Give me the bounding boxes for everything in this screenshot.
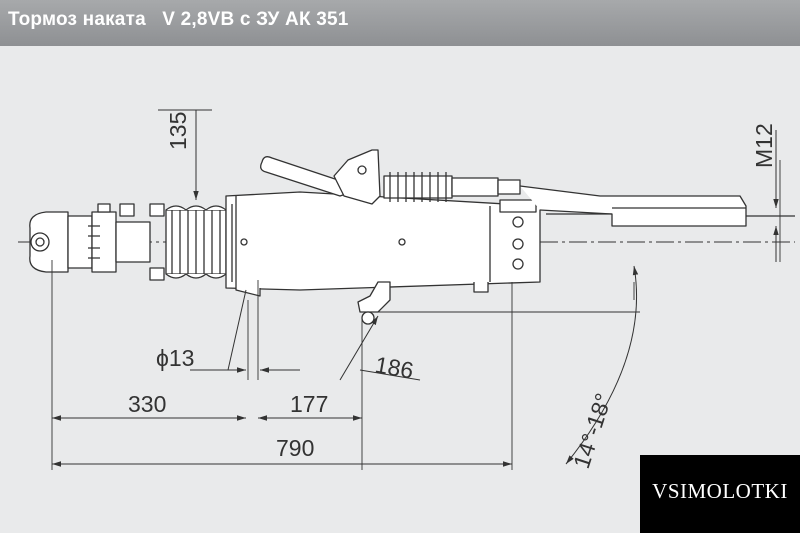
bellows	[165, 205, 227, 279]
watermark-text: VSIMOLOTKI	[652, 479, 788, 503]
dim-330-label: 330	[128, 391, 166, 417]
dim-186-label: 186	[373, 351, 415, 383]
watermark-box: VSIMOLOTKI	[640, 455, 800, 533]
extension-lines	[51, 109, 781, 470]
page-title: Тормоз наката V 2,8VB с ЗУ АК 351	[8, 9, 349, 30]
dim-d13-label: ϕ13	[156, 345, 194, 371]
dim-angle-label: 14°-18°	[568, 390, 617, 471]
dim-m12-label: M12	[751, 123, 777, 168]
dim-790-label: 790	[276, 435, 314, 461]
hand-brake-lever	[260, 149, 381, 205]
dim-135-label: 135	[165, 112, 191, 150]
title-bar: Тормоз наката V 2,8VB с ЗУ АК 351	[0, 0, 800, 46]
technical-drawing: 135 M12 ϕ13 186 330 177 790 14°-18°	[18, 109, 795, 472]
brake-rod	[519, 185, 795, 227]
housing	[225, 191, 541, 297]
spring-damper	[383, 172, 521, 202]
dimension-lines	[52, 110, 779, 467]
coupling-head	[29, 203, 165, 281]
bracket	[357, 281, 391, 325]
dim-177-label: 177	[290, 391, 328, 417]
